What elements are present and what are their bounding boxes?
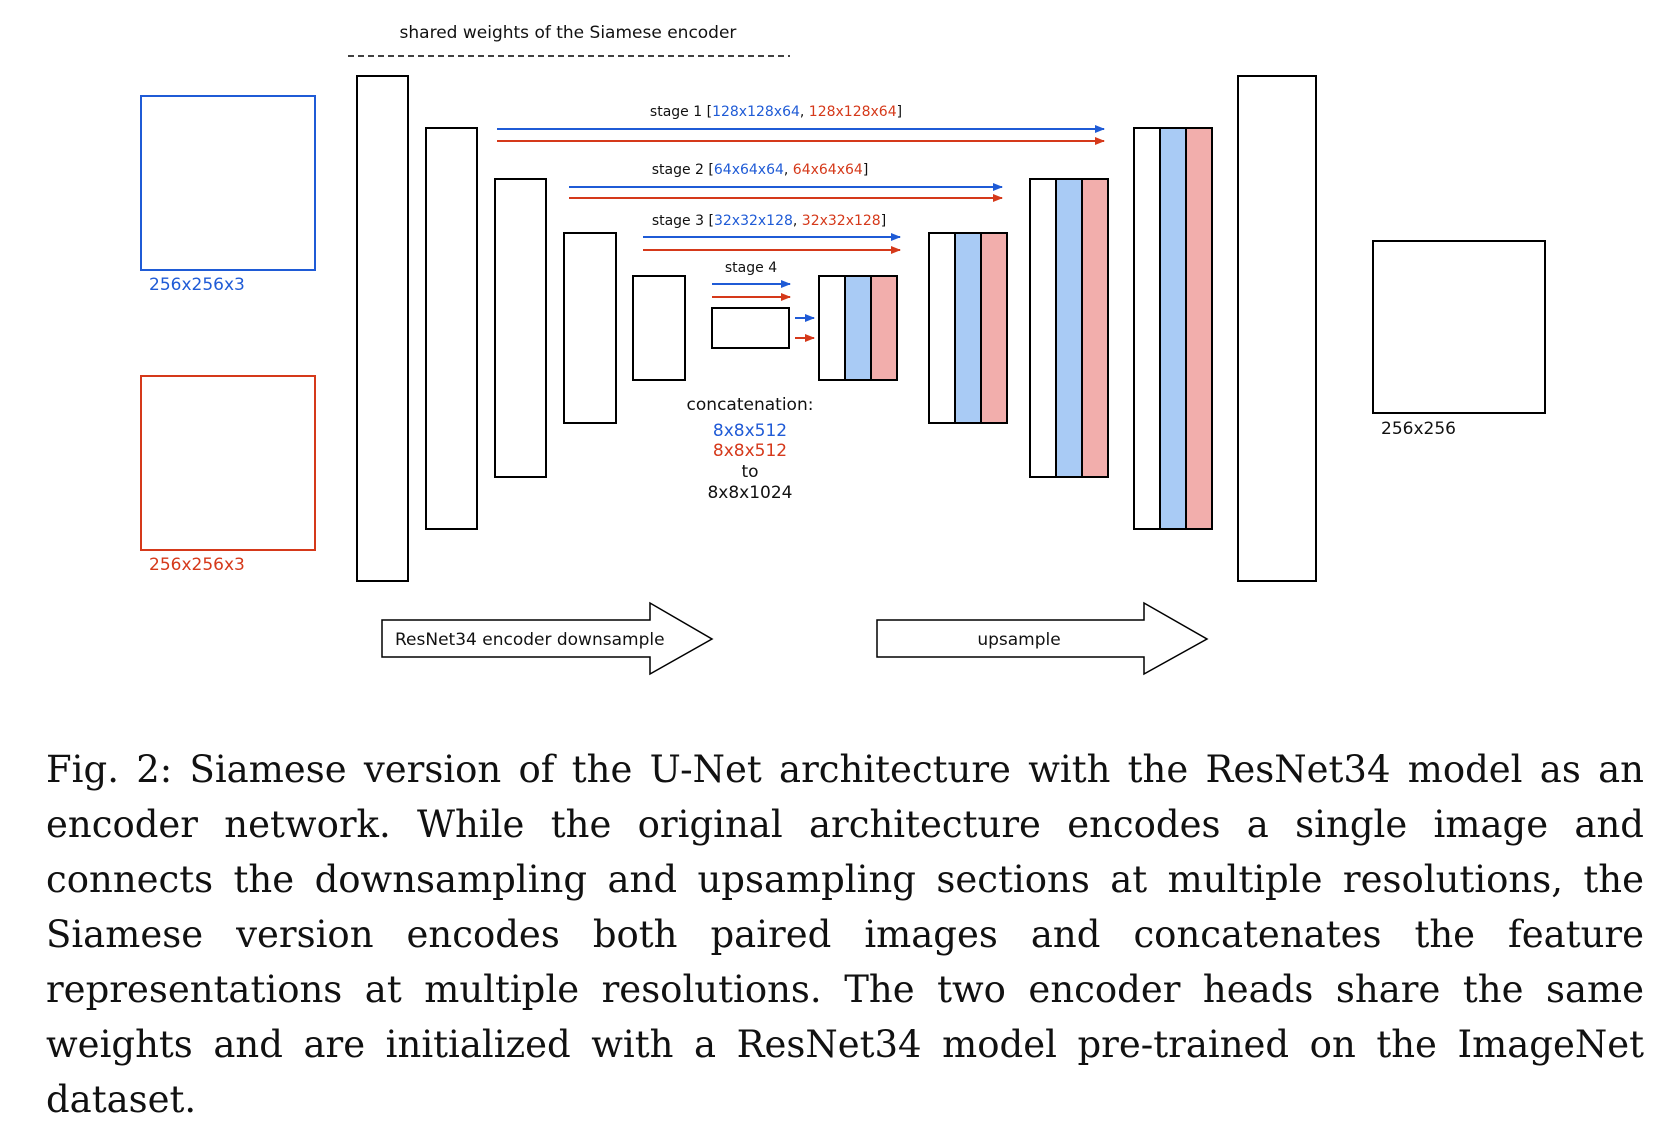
encoder-block-4 <box>563 232 617 424</box>
figure-caption-label: Fig. 2: <box>46 748 173 791</box>
encoder-block-5 <box>632 275 686 381</box>
downsample-label: ResNet34 encoder downsample <box>395 630 665 650</box>
input-image-a-size: 256x256x3 <box>149 275 245 295</box>
output-image-size: 256x256 <box>1381 419 1456 439</box>
stage3-blue-size: 32x32x128 <box>714 213 793 229</box>
stage2-blue-size: 64x64x64 <box>714 162 784 178</box>
downsample-arrow <box>381 601 714 676</box>
stage1-label: stage 1 [128x128x64, 128x128x64] <box>650 104 902 120</box>
input-image-b-size: 256x256x3 <box>149 555 245 575</box>
decoder-block-1 <box>818 275 898 381</box>
stage2-name: stage 2 <box>652 162 704 178</box>
siamese-unet-diagram: shared weights of the Siamese encoder 25… <box>140 23 1546 676</box>
upsample-arrow <box>876 601 1209 676</box>
concat-to: to <box>741 462 758 482</box>
figure-caption: Fig. 2: Siamese version of the U-Net arc… <box>46 742 1644 1127</box>
decoder-block-4 <box>1133 127 1213 530</box>
bottleneck-block <box>711 307 790 349</box>
decoder-block-2 <box>928 232 1008 424</box>
concat-result-size: 8x8x1024 <box>707 483 792 503</box>
upsample-label: upsample <box>977 630 1060 650</box>
input-image-a <box>140 95 316 271</box>
decoder-final-block <box>1237 75 1317 582</box>
decoder-block-3 <box>1029 178 1109 478</box>
stage1-red-size: 128x128x64 <box>809 104 897 120</box>
stage1-blue-size: 128x128x64 <box>712 104 800 120</box>
stage1-name: stage 1 <box>650 104 702 120</box>
input-image-b <box>140 375 316 551</box>
encoder-block-1 <box>356 75 409 582</box>
figure-caption-text: Siamese version of the U-Net architectur… <box>46 748 1644 1121</box>
concat-title: concatenation: <box>687 395 814 415</box>
concat-blue-size: 8x8x512 <box>713 421 787 441</box>
stage3-name: stage 3 <box>652 213 704 229</box>
shared-weights-label: shared weights of the Siamese encoder <box>400 23 737 43</box>
encoder-block-3 <box>494 178 547 478</box>
stage3-label: stage 3 [32x32x128, 32x32x128] <box>652 213 886 229</box>
concat-red-size: 8x8x512 <box>713 441 787 461</box>
stage3-red-size: 32x32x128 <box>802 213 881 229</box>
stage2-red-size: 64x64x64 <box>793 162 863 178</box>
stage4-label: stage 4 <box>725 260 777 276</box>
encoder-block-2 <box>425 127 478 530</box>
output-image <box>1372 240 1546 414</box>
stage2-label: stage 2 [64x64x64, 64x64x64] <box>652 162 869 178</box>
